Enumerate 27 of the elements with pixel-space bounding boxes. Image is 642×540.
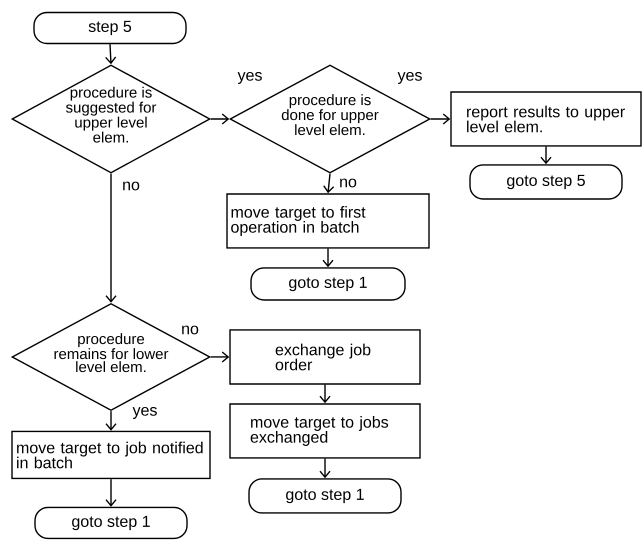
arrow (105, 479, 117, 507)
arrow (210, 113, 230, 125)
process-box: move target to first operation in batch (226, 193, 430, 249)
process-box: report results to upper level elem. (450, 91, 642, 147)
arrow (319, 458, 331, 478)
terminal-box: goto step 5 (469, 164, 623, 200)
arrow (105, 411, 117, 431)
process-box: exchange job order (229, 329, 421, 385)
arrow (323, 174, 334, 194)
terminal-box: goto step 1 (34, 506, 188, 540)
arrow (322, 248, 334, 268)
arrow (319, 384, 331, 404)
terminal-box: goto step 1 (248, 478, 402, 514)
process-box: move target to job notified in batch (11, 430, 211, 480)
terminal-box: goto step 1 (250, 267, 406, 301)
terminal-box: step 5 (33, 12, 187, 44)
arrow (540, 146, 552, 164)
arrow (105, 44, 116, 64)
process-box: move target to jobs exchanged (229, 403, 421, 459)
arrow (430, 113, 450, 125)
arrow (105, 174, 117, 303)
edge-label: yes (236, 71, 264, 85)
edge-label: yes (396, 71, 424, 85)
edge-label: no (180, 324, 200, 336)
arrow (210, 351, 230, 363)
edge-label: no (121, 180, 141, 192)
edge-label: no (338, 178, 358, 188)
